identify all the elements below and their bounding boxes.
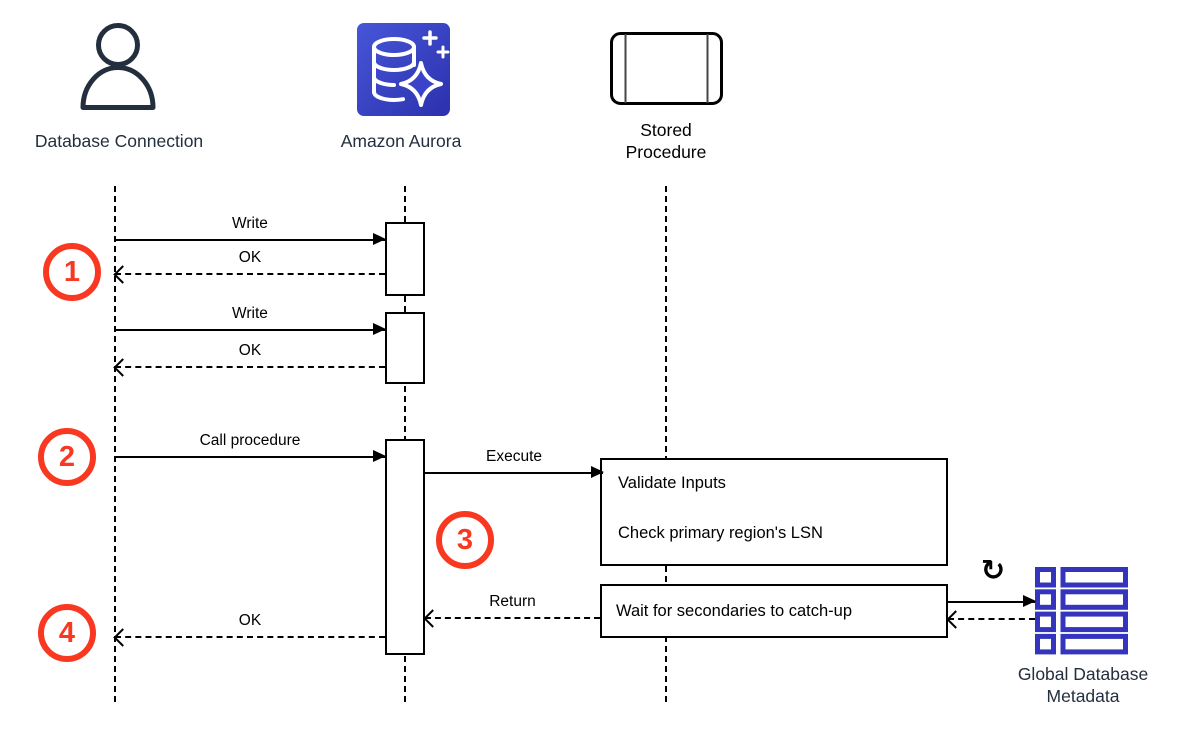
step-1-badge: 1 [43,243,101,301]
arrow-line [948,601,1035,603]
lifeline-stored-procedure [665,186,667,702]
arrow-line [115,329,385,331]
actor-label-stored-procedure-line1: Stored [640,120,692,140]
arrowhead-icon [373,450,386,462]
person-icon [78,22,158,110]
arrow-line [115,636,385,638]
message-ok-final-label: OK [238,612,262,629]
arrow-line [948,618,1035,620]
arrowhead-icon [113,264,132,284]
lifeline-database-connection [114,186,116,702]
actor-label-database-connection: Database Connection [34,131,204,151]
step-3-badge: 3 [436,511,494,569]
message-ok-1-label: OK [238,249,262,266]
check-lsn-text: Check primary region's LSN [618,524,823,542]
arrow-line [115,456,385,458]
message-write-2-label: Write [232,305,268,322]
message-call-procedure-label: Call procedure [199,432,301,449]
arrow-line [425,472,603,474]
actor-label-metadata-line1: Global Database [1017,664,1149,684]
arrowhead-icon [946,609,965,629]
actor-label-metadata-line2: Metadata [1046,686,1120,706]
message-execute-label: Execute [485,448,542,465]
arrowhead-icon [373,233,386,245]
arrowhead-icon [113,627,132,647]
refresh-icon: ↻ [980,553,1006,587]
activation-bar-procedure [385,439,425,655]
step-2-badge: 2 [38,428,96,486]
arrow-line [425,617,600,619]
arrowhead-icon [423,608,442,628]
wait-secondaries-box: Wait for secondaries to catch-up [600,584,948,638]
arrowhead-icon [373,323,386,335]
aurora-database-icon [357,23,450,116]
actor-label-stored-procedure: Stored Procedure [566,119,766,163]
arrow-line [115,366,385,368]
actor-label-global-database-metadata: Global Database Metadata [983,663,1183,707]
actor-label-stored-procedure-line2: Procedure [625,142,707,162]
message-return-label: Return [489,593,536,610]
arrow-line [115,239,385,241]
validate-inputs-box: Validate Inputs Check primary region's L… [600,458,948,566]
message-ok-2-label: OK [238,342,262,359]
message-write-1-label: Write [232,215,268,232]
validate-inputs-text: Validate Inputs [618,474,726,492]
arrowhead-icon [591,466,604,478]
database-metadata-icon [1035,567,1128,655]
arrowhead-icon [113,357,132,377]
step-4-badge: 4 [38,604,96,662]
arrowhead-icon [1023,595,1036,607]
wait-secondaries-text: Wait for secondaries to catch-up [616,601,852,620]
arrow-line [115,273,385,275]
activation-bar-write1 [385,222,425,296]
activation-bar-write2 [385,312,425,384]
actor-label-amazon-aurora: Amazon Aurora [340,131,462,151]
stored-procedure-icon [610,32,723,105]
